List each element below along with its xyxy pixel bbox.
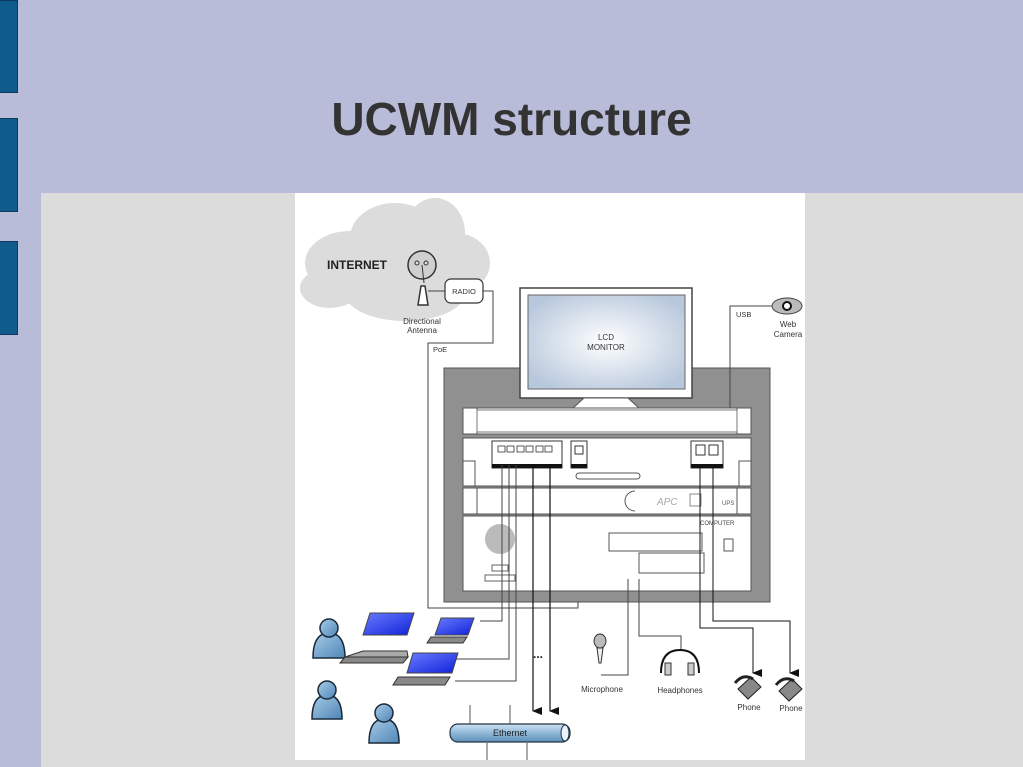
internet-label: INTERNET: [327, 258, 388, 272]
monitor-label-line1: LCD: [598, 333, 614, 342]
ups-label: UPS: [722, 501, 734, 507]
phone-label-2: Phone: [779, 704, 803, 713]
headphones-icon: [660, 648, 700, 676]
user-icon: [368, 703, 400, 744]
ucwm-diagram: INTERNET Directional Antenna RADIO PoE L…: [295, 193, 805, 760]
user-icon: [312, 618, 346, 659]
ethernet-bus: Ethernet: [449, 705, 571, 760]
antenna-label-line2: Antenna: [407, 326, 437, 335]
directional-antenna-icon: [407, 250, 437, 306]
phone-adapter: [690, 440, 724, 469]
computer-label: COMPUTER: [700, 521, 735, 527]
monitor-label-line2: MONITOR: [587, 343, 625, 352]
headphones-label: Headphones: [657, 686, 702, 695]
laptop-icon: [392, 652, 459, 686]
poe-injector: [570, 440, 588, 469]
phone-label-1: Phone: [737, 703, 761, 712]
more-connections-ellipsis: ...: [533, 647, 543, 661]
poe-label: PoE: [433, 345, 447, 354]
cd-drive: [608, 532, 703, 552]
user-icon: [311, 680, 343, 720]
phone-icon: [733, 675, 762, 700]
poe-cable: [427, 290, 579, 609]
web-camera-icon: [771, 297, 803, 315]
slide-title: UCWM structure: [331, 93, 692, 145]
webcam-label-line1: Web: [780, 320, 797, 329]
laptop-icon: [338, 612, 415, 664]
microphone-label: Microphone: [581, 685, 623, 694]
floppy-drive: [638, 552, 705, 574]
ethernet-label: Ethernet: [493, 728, 528, 738]
usb-cable: [729, 305, 773, 408]
webcam-label-line2: Camera: [774, 330, 803, 339]
ups-brand: APC: [656, 497, 678, 508]
power-button: [723, 538, 734, 552]
usb-label: USB: [736, 310, 751, 319]
lcd-monitor: LCD MONITOR: [519, 287, 693, 410]
antenna-label-line1: Directional: [403, 317, 441, 326]
rack-unit-blank: [462, 407, 752, 435]
microphone-icon: [593, 633, 607, 664]
laptop-icon: [426, 617, 475, 644]
rack-unit-ups: APC UPS: [462, 487, 752, 515]
slide-nav-tab-3: [0, 241, 18, 335]
slide-nav-tab-1: [0, 0, 18, 93]
slide-nav-tab-2: [0, 118, 18, 212]
phone-icon: [774, 677, 803, 702]
radio-label: RADIO: [452, 287, 476, 296]
speaker-grille: [485, 524, 515, 554]
ethernet-switch: [491, 440, 563, 469]
rack-unit-network: [462, 437, 752, 487]
lan-cables: [445, 465, 517, 682]
rack-unit-computer: COMPUTER: [462, 515, 752, 592]
